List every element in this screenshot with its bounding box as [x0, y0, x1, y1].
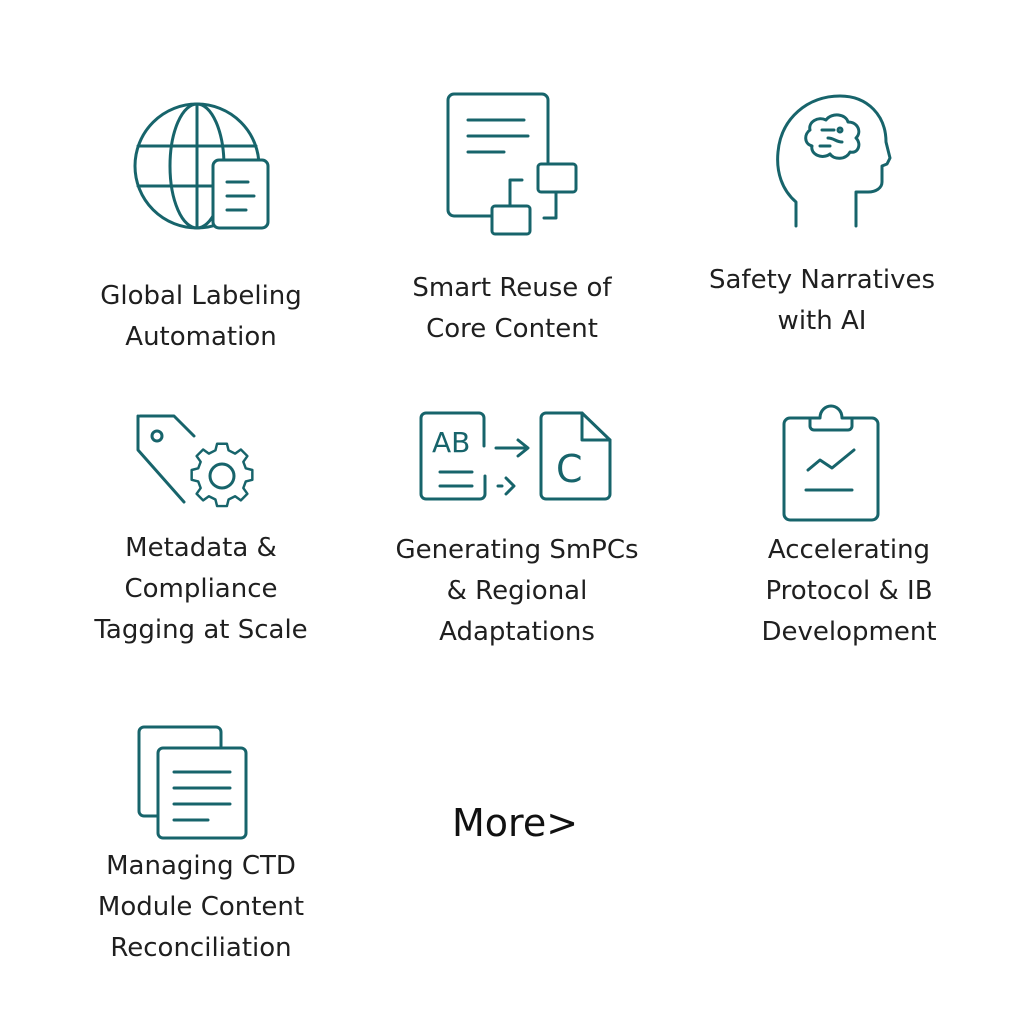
clipboard-chart-icon	[780, 404, 884, 524]
stacked-documents-icon	[136, 724, 252, 842]
document-reuse-icon	[444, 92, 584, 240]
more-link[interactable]: More>	[452, 801, 579, 845]
icon-text-c: C	[556, 447, 583, 491]
translate-document-icon: AB C	[418, 410, 614, 504]
globe-document-icon	[130, 100, 275, 235]
icon-text-ab: AB	[432, 426, 470, 459]
tag-gear-icon	[134, 410, 264, 510]
head-ai-icon	[772, 92, 897, 232]
